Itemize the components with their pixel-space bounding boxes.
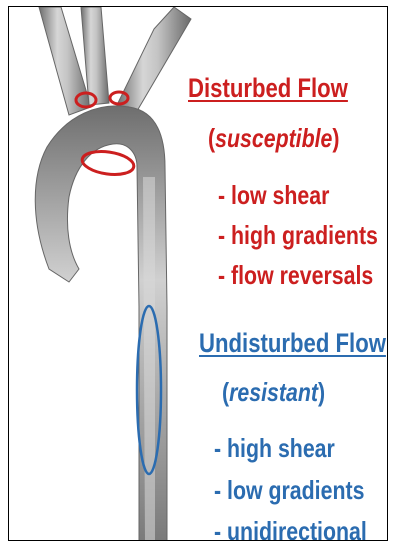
undisturbed-flow-subtitle: (resistant): [222, 377, 325, 408]
undisturbed-item-low-gradients: - low gradients: [214, 475, 364, 506]
disturbed-flow-heading: Disturbed Flow: [188, 73, 348, 104]
descending-aorta-shading: [143, 177, 155, 541]
disturbed-item-low-shear: - low shear: [218, 180, 329, 211]
disturbed-item-flow-reversals: - flow reversals: [218, 260, 373, 291]
undisturbed-item-unidirectional: - unidirectional: [214, 516, 367, 541]
disturbed-item-high-gradients: - high gradients: [218, 220, 378, 251]
undisturbed-flow-heading: Undisturbed Flow: [199, 328, 386, 359]
figure-frame: Disturbed Flow (susceptible) - low shear…: [8, 6, 388, 541]
undisturbed-item-high-shear: - high shear: [214, 433, 335, 464]
disturbed-flow-subtitle: (susceptible): [208, 123, 340, 154]
disturbed-region-marker-arch: [81, 148, 136, 177]
